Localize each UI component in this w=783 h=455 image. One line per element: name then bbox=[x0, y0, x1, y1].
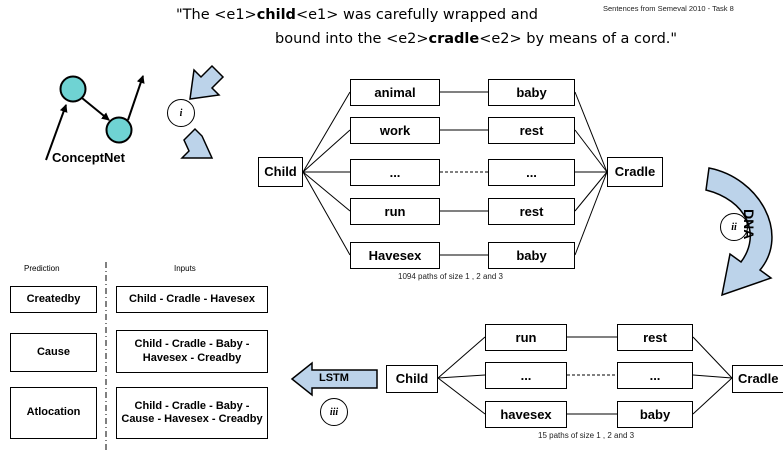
top-graph-edges bbox=[302, 91, 608, 256]
top-right-node: baby bbox=[488, 79, 575, 106]
conceptnet-graph-icon bbox=[45, 75, 145, 161]
inputs-cell: Child - Cradle - Baby - Cause - Havesex … bbox=[116, 387, 268, 439]
inputs-cell: Child - Cradle - Baby - Havesex - Creadb… bbox=[116, 330, 268, 373]
lstm-label: LSTM bbox=[319, 372, 349, 384]
bottom-left-node: run bbox=[485, 324, 567, 351]
prediction-header: Prediction bbox=[24, 264, 60, 273]
top-source-node: Child bbox=[258, 157, 303, 187]
lstm-arrow-icon bbox=[290, 361, 378, 397]
top-left-node: ... bbox=[350, 159, 440, 186]
top-left-node: animal bbox=[350, 79, 440, 106]
dna-label: DNA bbox=[741, 209, 757, 240]
e1-entity: child bbox=[256, 7, 296, 23]
top-target-node: Cradle bbox=[607, 157, 663, 187]
bottom-target-node: Cradle bbox=[732, 365, 783, 393]
sentence-line-2: bound into the <e2>cradle<e2> by means o… bbox=[275, 31, 677, 47]
bottom-left-node: ... bbox=[485, 362, 567, 389]
sentence-mid: was carefully wrapped and bbox=[338, 7, 539, 23]
e1-open-tag: <e1> bbox=[214, 7, 257, 23]
source-note: Sentences from Semeval 2010 - Task 8 bbox=[603, 4, 734, 13]
e1-close-tag: <e1> bbox=[295, 7, 339, 23]
bottom-right-node: rest bbox=[617, 324, 693, 351]
top-right-node: ... bbox=[488, 159, 575, 186]
top-left-node: Havesex bbox=[350, 242, 440, 269]
inputs-header: Inputs bbox=[174, 264, 196, 273]
bottom-right-node: ... bbox=[617, 362, 693, 389]
e2-close-tag: <e2> bbox=[479, 31, 522, 47]
bottom-graph-edges bbox=[437, 336, 733, 415]
inputs-cell: Child - Cradle - Havesex bbox=[116, 286, 268, 313]
sentence-line2-end: by means of a cord." bbox=[521, 31, 678, 47]
concept-node-a bbox=[59, 75, 87, 103]
e2-open-tag: <e2> bbox=[386, 31, 429, 47]
retrieval-arrow-icon bbox=[180, 64, 225, 159]
bottom-left-node: havesex bbox=[485, 401, 567, 428]
dna-curved-arrow-icon bbox=[705, 167, 773, 297]
top-right-node: baby bbox=[488, 242, 575, 269]
conceptnet-label: ConceptNet bbox=[52, 150, 125, 165]
top-right-node: rest bbox=[488, 198, 575, 225]
step-ii-marker: ii bbox=[720, 213, 748, 241]
concept-node-b bbox=[105, 116, 133, 144]
bottom-graph-caption: 15 paths of size 1 , 2 and 3 bbox=[538, 431, 635, 440]
step-i-marker: i bbox=[167, 99, 195, 127]
sentence-line2-start: bound into the bbox=[275, 31, 387, 47]
sentence-line-1: "The <e1>child<e1> was carefully wrapped… bbox=[176, 7, 538, 23]
prediction-cell: Cause bbox=[10, 333, 97, 372]
top-left-node: run bbox=[350, 198, 440, 225]
top-left-node: work bbox=[350, 117, 440, 144]
top-right-node: rest bbox=[488, 117, 575, 144]
e2-entity: cradle bbox=[428, 31, 480, 47]
top-graph-caption: 1094 paths of size 1 , 2 and 3 bbox=[398, 272, 503, 281]
step-iii-marker: iii bbox=[320, 398, 348, 426]
bottom-source-node: Child bbox=[386, 365, 438, 393]
prediction-cell: Atlocation bbox=[10, 387, 97, 439]
quote-open: "The bbox=[176, 7, 215, 23]
prediction-cell: Createdby bbox=[10, 286, 97, 313]
bottom-right-node: baby bbox=[617, 401, 693, 428]
